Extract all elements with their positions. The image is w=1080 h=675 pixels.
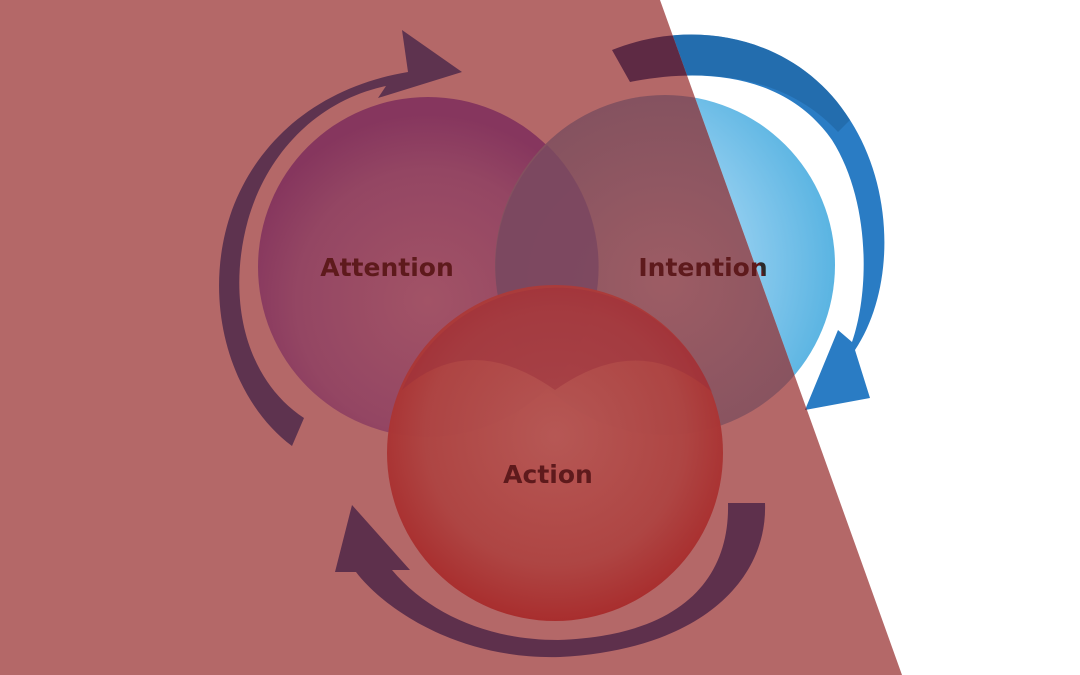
intention-label: Intention <box>638 253 767 282</box>
arrow-attention-to-intention <box>219 30 462 446</box>
action-upper-overlap <box>402 287 712 392</box>
arrow-intention-to-action <box>660 34 885 410</box>
attention-label: Attention <box>320 253 454 282</box>
arrow-action-to-attention <box>335 503 766 658</box>
action-label: Action <box>503 460 593 489</box>
action-circle <box>387 285 723 621</box>
